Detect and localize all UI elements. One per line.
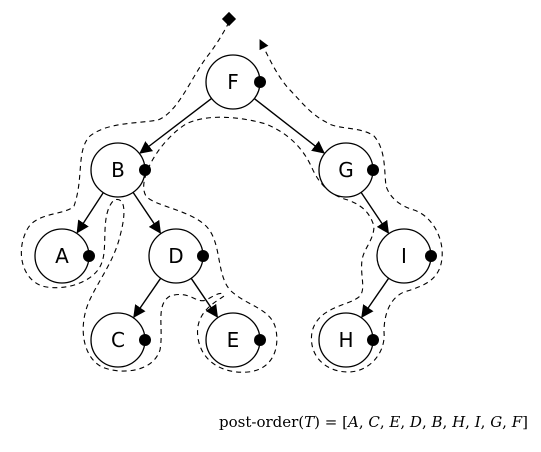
visit-marker-dot — [83, 250, 95, 262]
node-label: I — [401, 244, 407, 268]
node-label: B — [111, 158, 125, 182]
visit-marker-dot — [367, 164, 379, 176]
post-order-caption: post-order(T) = [A, C, E, D, B, H, I, G,… — [219, 413, 528, 431]
edges-layer — [76, 97, 390, 319]
node-label: D — [168, 244, 183, 268]
edge-f-b — [139, 97, 213, 154]
tree-node-g: G — [318, 142, 379, 198]
node-label: G — [338, 158, 354, 182]
node-label: A — [55, 244, 69, 268]
visit-marker-dot — [425, 250, 437, 262]
caption-item: E — [388, 413, 400, 431]
visit-marker-dot — [254, 334, 266, 346]
tree-node-c: C — [90, 312, 151, 368]
edge-i-h — [361, 277, 390, 319]
tree-node-h: H — [318, 312, 379, 368]
nodes-layer: F B G A D I C E H — [34, 54, 437, 368]
edge-d-c — [133, 277, 162, 319]
tree-node-a: A — [34, 228, 95, 284]
start-diamond-icon — [221, 11, 237, 27]
caption-item: F — [511, 413, 523, 431]
caption-item: G — [490, 413, 502, 431]
caption-item: C — [368, 413, 380, 431]
node-label: H — [338, 328, 353, 352]
edge-d-e — [190, 277, 219, 318]
edge-b-a — [76, 192, 104, 234]
visit-marker-dot — [197, 250, 209, 262]
caption-item: D — [409, 413, 422, 431]
traversal-contour-path — [20, 21, 443, 373]
visit-marker-dot — [139, 164, 151, 176]
node-label: F — [227, 70, 239, 94]
caption-item: B — [430, 413, 442, 431]
caption-item: I — [474, 413, 482, 431]
visit-marker-dot — [367, 334, 379, 346]
visit-marker-dot — [254, 76, 266, 88]
edge-b-d — [132, 192, 162, 234]
tree-node-e: E — [205, 312, 266, 368]
tree-node-i: I — [376, 228, 437, 284]
caption-item: A — [346, 413, 359, 431]
edge-g-i — [360, 192, 390, 234]
caption-item: H — [451, 413, 466, 431]
tree-node-d: D — [148, 228, 209, 284]
node-label: E — [227, 328, 240, 352]
edge-f-g — [253, 98, 325, 154]
tree-node-f: F — [205, 54, 266, 110]
tree-node-b: B — [90, 142, 151, 198]
node-label: C — [111, 328, 125, 352]
visit-marker-dot — [139, 334, 151, 346]
